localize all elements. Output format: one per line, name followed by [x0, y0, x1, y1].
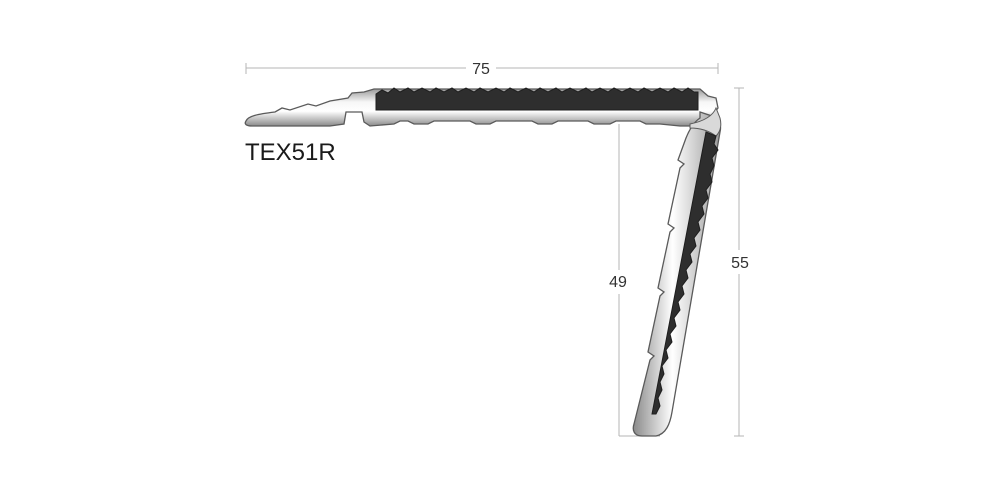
profile-nose-corner: [689, 106, 722, 137]
anti-slip-inserts: [375, 87, 719, 415]
outer-height-dimension-label: 55: [731, 255, 749, 272]
width-dimension-label: 75: [472, 61, 490, 78]
inner-height-dimension-label: 49: [609, 274, 627, 291]
tread-insert: [375, 87, 699, 111]
outer-height-dimension: 55: [727, 87, 753, 437]
riser-insert: [651, 131, 719, 415]
model-label: TEX51R: [245, 139, 336, 166]
width-dimension: 75: [245, 58, 719, 78]
